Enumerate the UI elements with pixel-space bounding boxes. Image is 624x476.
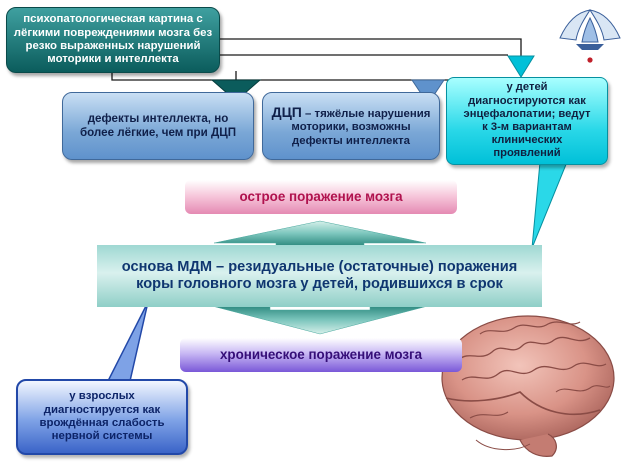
- callout-children: у детей диагностируются как энцефалопати…: [446, 77, 608, 165]
- box-intellect-defects: дефекты интеллекта, но более лёгкие, чем…: [62, 92, 254, 160]
- box-dcp-text: – тяжёлые нарушения моторики, возможны д…: [291, 107, 431, 147]
- acute-lesion-label: острое поражение мозга: [185, 180, 457, 214]
- arrow-head-intellect: [210, 79, 262, 102]
- arrow-head-callout: [507, 55, 535, 78]
- top-box-text: психопатологическая картина с лёгкими по…: [13, 13, 213, 66]
- chronic-lesion-label: хроническое поражение мозга: [180, 338, 462, 372]
- callout-children-text: у детей диагностируются как энцефалопати…: [463, 81, 591, 160]
- callout-children-tail: [531, 161, 568, 249]
- box-dcp: ДЦП – тяжёлые нарушения моторики, возмож…: [262, 92, 440, 160]
- box-intellect-text: дефекты интеллекта, но более лёгкие, чем…: [79, 112, 237, 139]
- brain-illustration: [441, 315, 615, 457]
- basis-label: основа МДМ – резидуальные (остаточные) п…: [97, 245, 542, 307]
- connector-lines: [111, 38, 522, 92]
- chronic-lesion-text: хроническое поражение мозга: [219, 347, 423, 363]
- acute-lesion-text: острое поражение мозга: [239, 189, 403, 205]
- callout-adults-text: у взрослых диагностируется как врождённа…: [39, 390, 165, 443]
- basis-text: основа МДМ – резидуальные (остаточные) п…: [121, 258, 518, 292]
- callout-adults: у взрослых диагностируется как врождённа…: [16, 379, 188, 455]
- arrow-up-shape: [213, 220, 427, 247]
- callout-adults-tail: [106, 301, 149, 382]
- top-box: психопатологическая картина с лёгкими по…: [6, 7, 220, 73]
- box-dcp-title: ДЦП: [271, 103, 302, 120]
- logo-emblem-icon: [559, 9, 621, 63]
- arrow-down-shape: [211, 305, 429, 335]
